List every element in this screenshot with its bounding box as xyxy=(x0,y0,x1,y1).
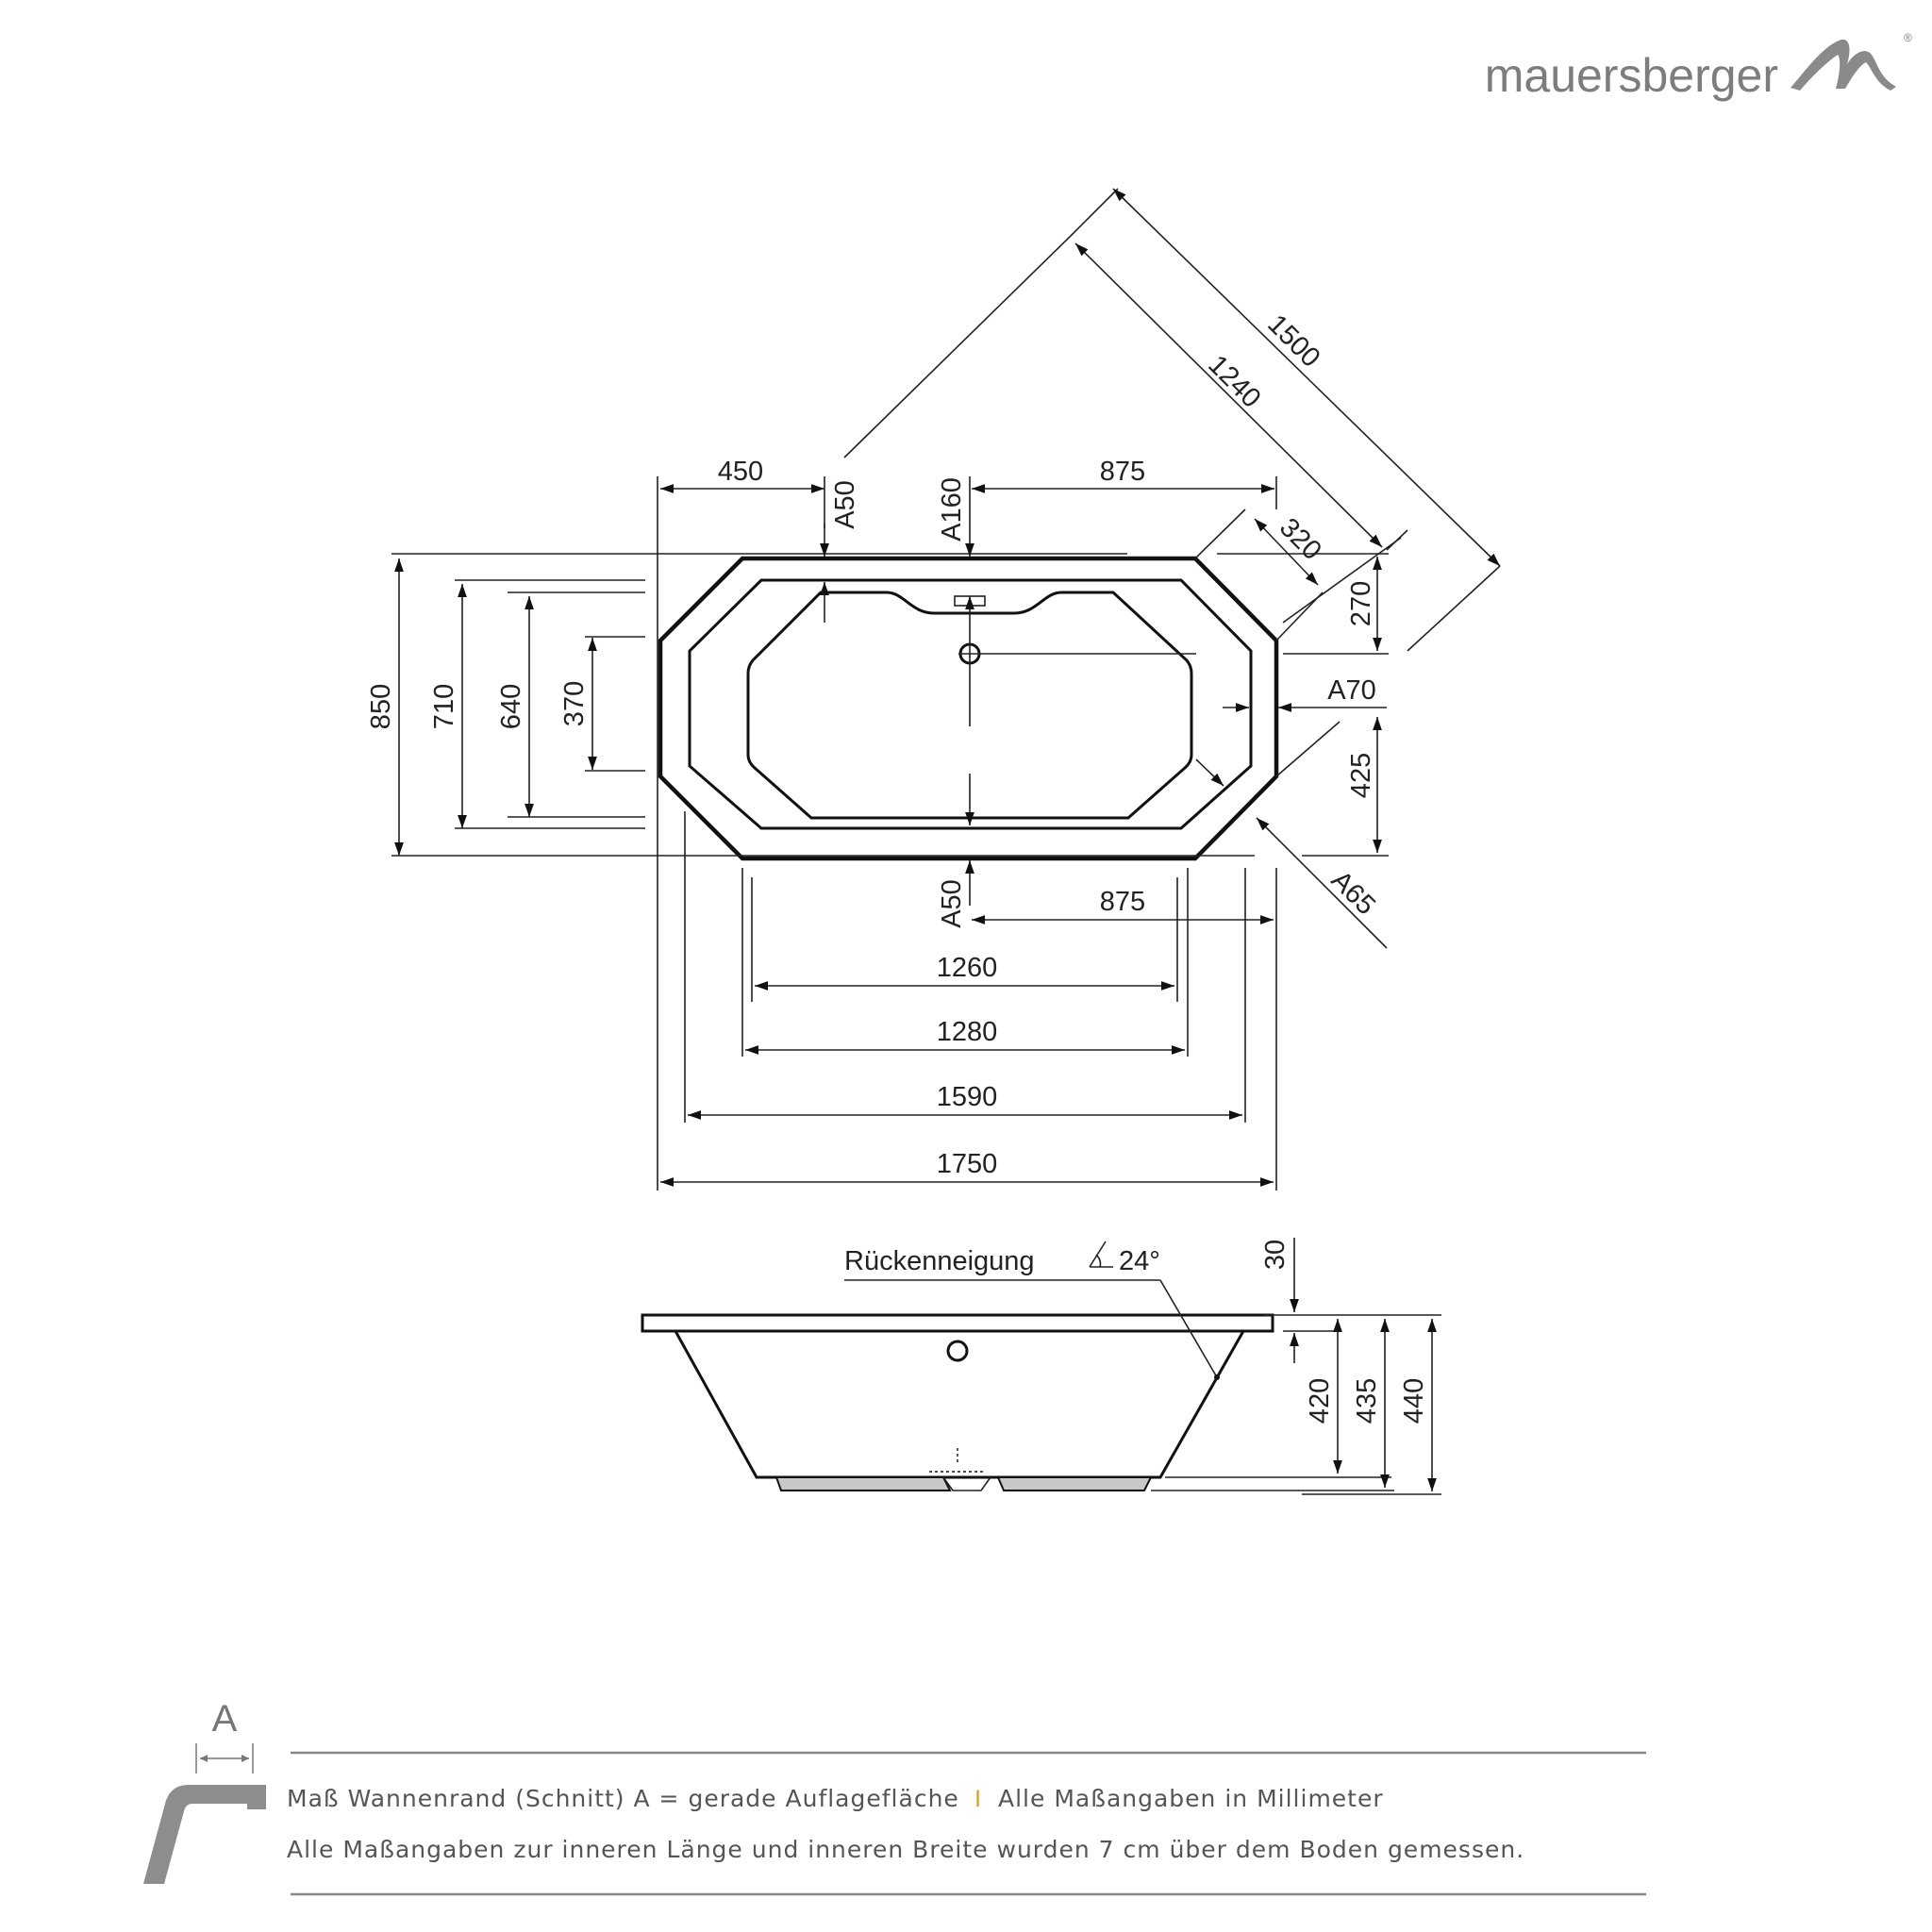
dim-640: 640 xyxy=(496,684,526,729)
tub-side-view xyxy=(641,1313,1274,1491)
legend: A Maß Wannenrand (Schnitt) A = gerade Au… xyxy=(143,1698,1646,1896)
brand-wordmark: mauersberger xyxy=(1485,49,1778,102)
dim-420: 420 xyxy=(1305,1378,1335,1424)
dim-1260: 1260 xyxy=(937,953,998,983)
side-view-dimensions: Rückenneigung 24° 30 420 435 440 xyxy=(844,1238,1441,1495)
rim-letter: A xyxy=(212,1698,238,1740)
dim-a160: A160 xyxy=(937,477,967,541)
brand-m-icon xyxy=(1790,39,1896,91)
dim-850: 850 xyxy=(366,684,396,729)
registered-mark: ® xyxy=(1904,31,1912,44)
dim-a65: A65 xyxy=(1325,865,1381,921)
dim-370: 370 xyxy=(559,681,590,726)
dim-320: 320 xyxy=(1274,512,1327,566)
dim-30: 30 xyxy=(1260,1240,1291,1270)
dim-a70: A70 xyxy=(1327,675,1376,706)
dim-a50-top: A50 xyxy=(830,480,860,529)
overflow-icon xyxy=(946,1340,969,1362)
top-view-dimensions xyxy=(391,188,1501,1191)
side-foot-right xyxy=(996,1476,1153,1491)
dim-710: 710 xyxy=(429,684,459,729)
dim-875-bottom: 875 xyxy=(1100,887,1145,917)
side-body-outline xyxy=(674,1330,1245,1479)
legend-separator: I xyxy=(974,1786,981,1812)
top-view-dimension-labels: 450 875 A50 A160 320 1240 1500 270 A70 4… xyxy=(366,309,1381,1179)
dim-425: 425 xyxy=(1346,753,1376,798)
back-slope-angle: 24° xyxy=(1119,1246,1160,1276)
dim-1500: 1500 xyxy=(1261,309,1325,374)
side-rim xyxy=(641,1313,1274,1333)
legend-line2: Alle Maßangaben zur inneren Länge und in… xyxy=(287,1836,1524,1863)
side-drain-outlet xyxy=(942,1476,991,1491)
back-slope-label: Rückenneigung xyxy=(844,1246,1035,1276)
dim-435: 435 xyxy=(1352,1378,1382,1424)
outer-rim-outline xyxy=(658,556,1279,861)
legend-line1-b: Alle Maßangaben in Millimeter xyxy=(998,1785,1384,1812)
dim-270: 270 xyxy=(1346,581,1376,626)
legend-line1-a: Maß Wannenrand (Schnitt) A = gerade Aufl… xyxy=(287,1785,959,1812)
dim-1590: 1590 xyxy=(937,1082,998,1112)
angle-icon xyxy=(1089,1241,1113,1268)
dim-1750: 1750 xyxy=(937,1149,998,1179)
basin-outline xyxy=(746,591,1193,820)
tub-top-view xyxy=(658,556,1279,861)
inner-rim-outline xyxy=(688,578,1253,830)
side-foot-left xyxy=(774,1476,952,1491)
dim-440: 440 xyxy=(1399,1378,1429,1424)
dim-a50-bottom: A50 xyxy=(937,879,967,928)
dim-1280: 1280 xyxy=(937,1017,998,1047)
brand-logo: mauersberger ® xyxy=(1485,31,1912,102)
dim-450: 450 xyxy=(718,457,763,487)
dim-875-top: 875 xyxy=(1100,457,1145,487)
dim-1240: 1240 xyxy=(1202,350,1266,414)
rim-section-icon: A xyxy=(143,1698,266,1884)
